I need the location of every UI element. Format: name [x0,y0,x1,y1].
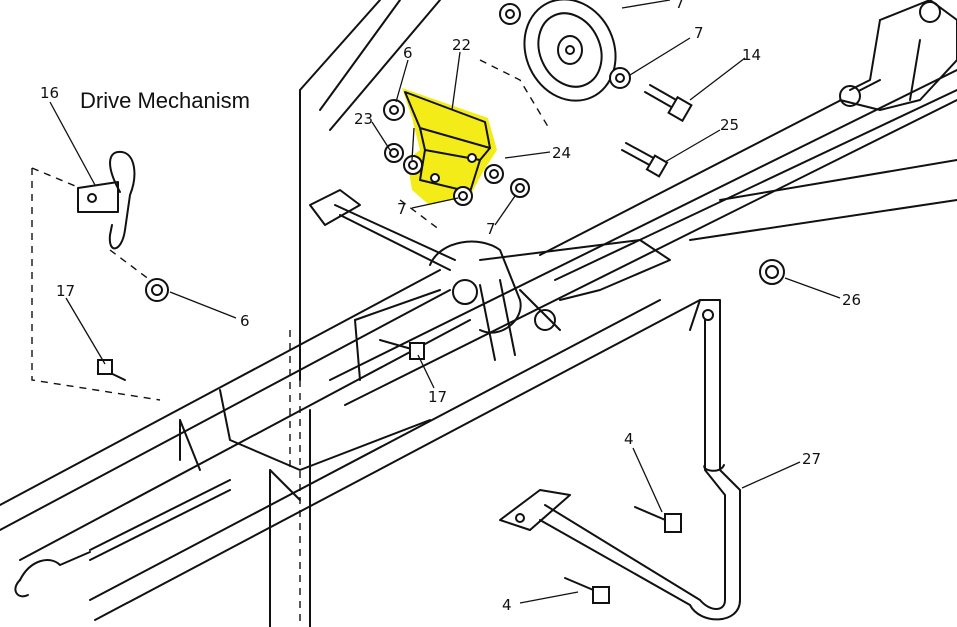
cable [14,479,231,598]
callout-17-left: 17 [56,282,75,300]
shaft-assembly [309,189,671,361]
callout-6-left: 6 [240,312,250,330]
callout-27: 27 [802,450,821,468]
diagram-title: Drive Mechanism [80,88,250,113]
callout-16: 16 [40,84,59,102]
callout-7-left: 7 [397,200,407,218]
phantom-lines [31,59,551,627]
callout-labels: 16 6 22 23 7 24 7 7 25 14 7 6 17 17 26 4… [40,0,861,614]
hardware [97,1,941,604]
callout-6-top: 6 [403,44,413,62]
leader-lines [49,0,841,604]
lever-27 [499,299,741,621]
upper-right-bracket [839,0,957,111]
callout-26: 26 [842,291,861,309]
s-hook [77,150,136,250]
callout-17-center: 17 [428,388,447,406]
callout-14: 14 [742,46,761,64]
callout-23: 23 [354,110,373,128]
pulley [523,0,617,102]
callout-7-right: 7 [694,24,704,42]
callout-4-top: 4 [624,430,634,448]
callout-7-bottom: 7 [486,220,496,238]
callout-4-bottom: 4 [502,596,512,614]
callout-24: 24 [552,144,571,162]
callout-7-top: 7 [675,0,685,12]
callout-25: 25 [720,116,739,134]
callout-22: 22 [452,36,471,54]
